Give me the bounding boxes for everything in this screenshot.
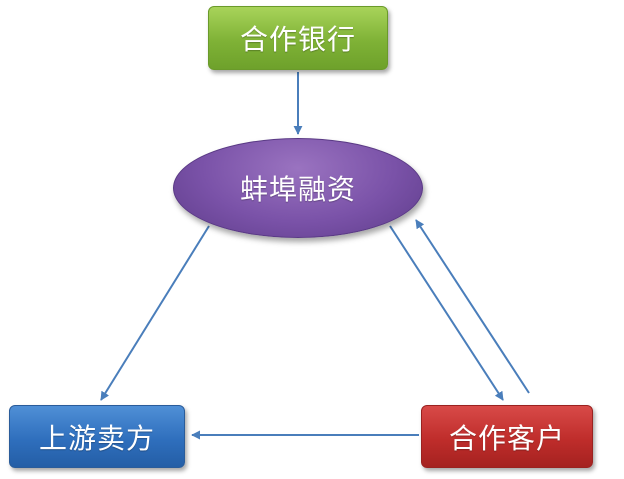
node-bengbu-financing-label: 蚌埠融资 <box>239 173 356 206</box>
node-upstream-seller-label: 上游卖方 <box>38 421 155 455</box>
node-partner-client-label: 合作客户 <box>448 421 565 455</box>
node-bengbu-financing: 蚌埠融资 <box>173 138 423 238</box>
node-partner-client: 合作客户 <box>421 405 593 468</box>
node-partner-bank: 合作银行 <box>208 6 388 70</box>
arrow-center-to-seller <box>100 225 210 401</box>
node-upstream-seller: 上游卖方 <box>9 405 185 468</box>
arrow-client-to-center <box>415 219 530 394</box>
node-partner-bank-label: 合作银行 <box>239 23 356 56</box>
arrow-center-to-client <box>389 225 504 401</box>
